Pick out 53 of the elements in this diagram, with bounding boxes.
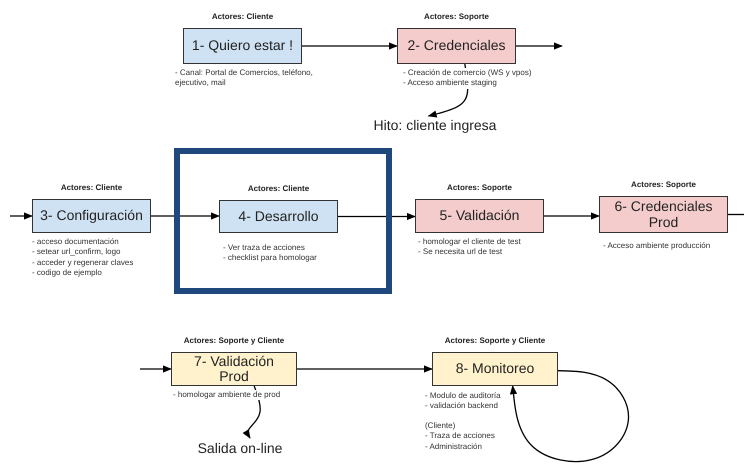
note-text: - Acceso ambiente producción xyxy=(603,241,710,252)
highlight-frame xyxy=(174,148,392,294)
actor-heading: Actores: Soporte xyxy=(424,12,489,21)
note-text: - homologar ambiente de prod xyxy=(173,390,280,400)
arrow xyxy=(544,212,600,220)
process-box xyxy=(599,196,728,233)
step-label: 8- Monitoreo xyxy=(456,361,534,377)
actor-heading: Actores: Cliente xyxy=(212,12,274,21)
process-box xyxy=(432,352,558,386)
actor-heading: Actores: Soporte xyxy=(447,183,512,192)
process-box xyxy=(171,352,297,386)
arrow xyxy=(510,370,630,462)
arrow xyxy=(297,365,433,373)
step-label: 7- Validación Prod xyxy=(193,354,275,384)
note-text: - acceder y regenerar claves xyxy=(32,258,134,268)
note-text: - Modulo de auditoría xyxy=(425,391,501,402)
note-text: - checklist para homologar xyxy=(223,253,317,264)
arrow xyxy=(338,212,416,220)
arrow xyxy=(151,212,220,220)
actor-heading: Actores: Cliente xyxy=(248,184,310,193)
note-text: - Acceso ambiente staging xyxy=(403,78,497,89)
note-text: (Cliente) xyxy=(425,420,456,432)
actor-heading: Actores: Cliente xyxy=(60,183,122,192)
step-label: 4- Desarrollo xyxy=(238,208,319,224)
actor-heading: Actores: Soporte xyxy=(631,180,696,189)
step-label: 3- Configuración xyxy=(40,208,143,224)
note-text: - homologar el cliente de test xyxy=(418,237,521,248)
note-text: - codigo de ejemplo xyxy=(32,268,102,279)
note-text: - setear url_confirm, logo xyxy=(32,247,120,258)
note-text: - Creación de comercio (WS y vpos) xyxy=(403,68,532,78)
arrow xyxy=(10,212,33,220)
process-box xyxy=(219,200,338,233)
process-box xyxy=(183,28,302,64)
milestone-text: Salida on-line xyxy=(190,438,290,458)
step-label: 2- Credenciales xyxy=(407,38,506,54)
arrow xyxy=(516,42,563,50)
step-label: 1- Quiero estar ! xyxy=(192,38,294,54)
actor-heading: Actores: Soporte y Cliente xyxy=(444,336,546,345)
step-label: 6- Credenciales Prod xyxy=(613,199,714,230)
note-text: - acceso documentación xyxy=(32,237,119,248)
arrow xyxy=(242,386,261,439)
process-box xyxy=(415,199,544,233)
arrow xyxy=(302,42,398,50)
note-text: - Canal: Portal de Comercios, teléfono, ejecutivo, mail xyxy=(175,68,315,89)
arrow xyxy=(140,365,172,373)
arrow xyxy=(428,64,468,118)
note-text: - Ver traza de acciones xyxy=(223,243,305,254)
process-box xyxy=(32,199,151,233)
note-text: - Administración xyxy=(425,442,482,452)
step-label: 5- Validación xyxy=(440,208,520,224)
actor-heading: Actores: Soporte y Cliente xyxy=(184,336,284,345)
process-box xyxy=(397,28,516,64)
milestone-text: Hito: cliente ingresa xyxy=(370,116,500,134)
